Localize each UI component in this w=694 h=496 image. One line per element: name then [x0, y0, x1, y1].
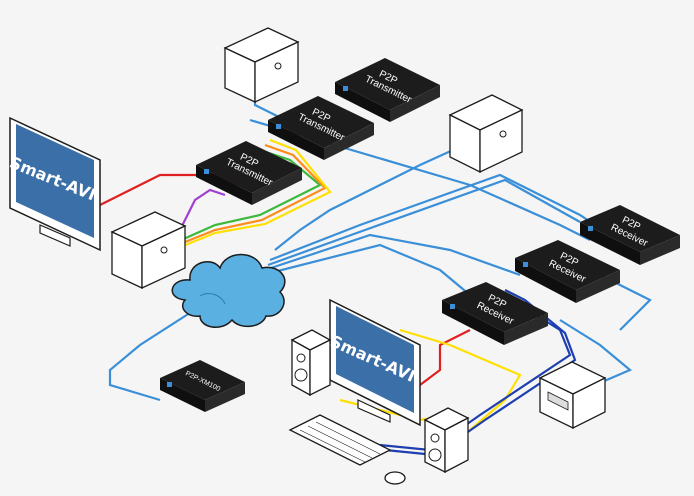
computer-tower-right [448, 94, 524, 174]
monitor-right: Smart-AVI [327, 298, 421, 427]
speaker-right [423, 407, 470, 474]
computer-tower-top [223, 27, 300, 104]
cloud-network [171, 253, 286, 328]
p2p-xm100: P2P-XM100 [160, 360, 245, 412]
p2p-transmitter-3: P2P Transmitter [196, 141, 302, 205]
p2p-receiver-2: P2P Receiver [515, 240, 620, 303]
p2p-transmitter-2: P2P Transmitter [268, 96, 374, 160]
computer-tower-left [110, 211, 187, 290]
mouse [384, 471, 406, 485]
speaker-left [290, 329, 332, 397]
p2p-receiver-3: P2P Receiver [442, 282, 548, 345]
keyboard [288, 414, 392, 466]
p2p-transmitter-1: P2P Transmitter [335, 58, 440, 122]
network-cables [108, 95, 652, 402]
p2p-receiver-1: P2P Receiver [580, 205, 680, 265]
left-av-cables [99, 138, 332, 254]
monitor-left: Smart-AVI [7, 116, 101, 252]
printer [538, 361, 607, 430]
